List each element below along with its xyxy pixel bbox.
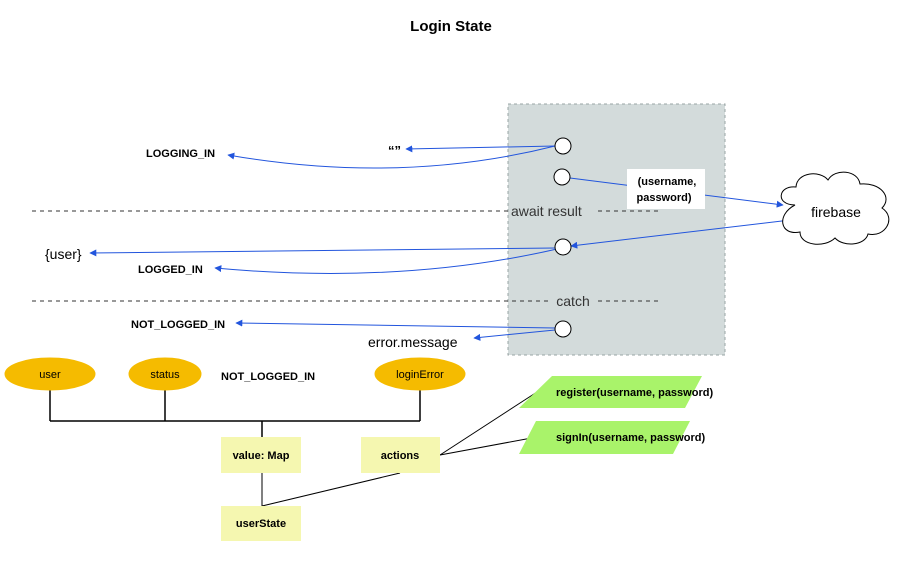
user-state-label: userState <box>236 518 286 530</box>
not-logged-in-label: NOT_LOGGED_IN <box>131 319 225 331</box>
actions-box <box>361 437 440 473</box>
value-map-box <box>221 437 301 473</box>
arrow-to-error-message <box>473 329 556 341</box>
logging-in-label: LOGGING_IN <box>146 148 215 160</box>
arrow-from-firebase <box>570 217 808 249</box>
root-to-actions <box>261 472 401 507</box>
field-status-label: status <box>150 369 180 381</box>
event-result-circle <box>554 238 572 256</box>
credentials-box <box>627 169 705 209</box>
credentials-line1: (username, <box>638 176 697 188</box>
async-panel <box>507 103 726 356</box>
field-loginerror-label: loginError <box>396 369 444 381</box>
signin-action-shape <box>519 421 690 454</box>
status-value-label: NOT_LOGGED_IN <box>221 371 315 383</box>
diagram-title: Login State <box>410 18 492 35</box>
register-action-shape <box>519 376 702 408</box>
actions-to-register <box>439 391 538 456</box>
await-result-label: await result <box>511 203 582 219</box>
user-label: {user} <box>45 246 82 262</box>
firebase-cloud <box>780 171 890 245</box>
field-loginerror-ellipse <box>374 357 466 391</box>
empty-string-label: “” <box>388 143 401 158</box>
field-status-ellipse <box>128 357 202 391</box>
firebase-label: firebase <box>811 204 861 220</box>
arrow-to-logged-in <box>214 248 558 274</box>
actions-to-signin <box>439 436 538 456</box>
field-user-label: user <box>39 369 61 381</box>
arrow-to-not-logged-in <box>235 319 556 329</box>
logged-in-label: LOGGED_IN <box>138 264 203 276</box>
user-state-box <box>221 506 301 541</box>
arrow-to-user <box>89 247 556 257</box>
value-map-label: value: Map <box>233 450 290 462</box>
error-message-label: error.message <box>368 334 458 350</box>
catch-label: catch <box>556 293 589 309</box>
arrow-to-empty-string <box>405 145 556 153</box>
event-error-circle <box>554 320 572 338</box>
event-call-circle <box>553 168 571 186</box>
register-action-label: register(username, password) <box>556 387 713 399</box>
event-start-circle <box>554 137 572 155</box>
signin-action-label: signIn(username, password) <box>556 432 705 444</box>
arrow-to-logging-in <box>227 145 556 169</box>
credentials-line2: password) <box>636 192 691 204</box>
actions-label: actions <box>381 450 420 462</box>
field-user-ellipse <box>4 357 96 391</box>
